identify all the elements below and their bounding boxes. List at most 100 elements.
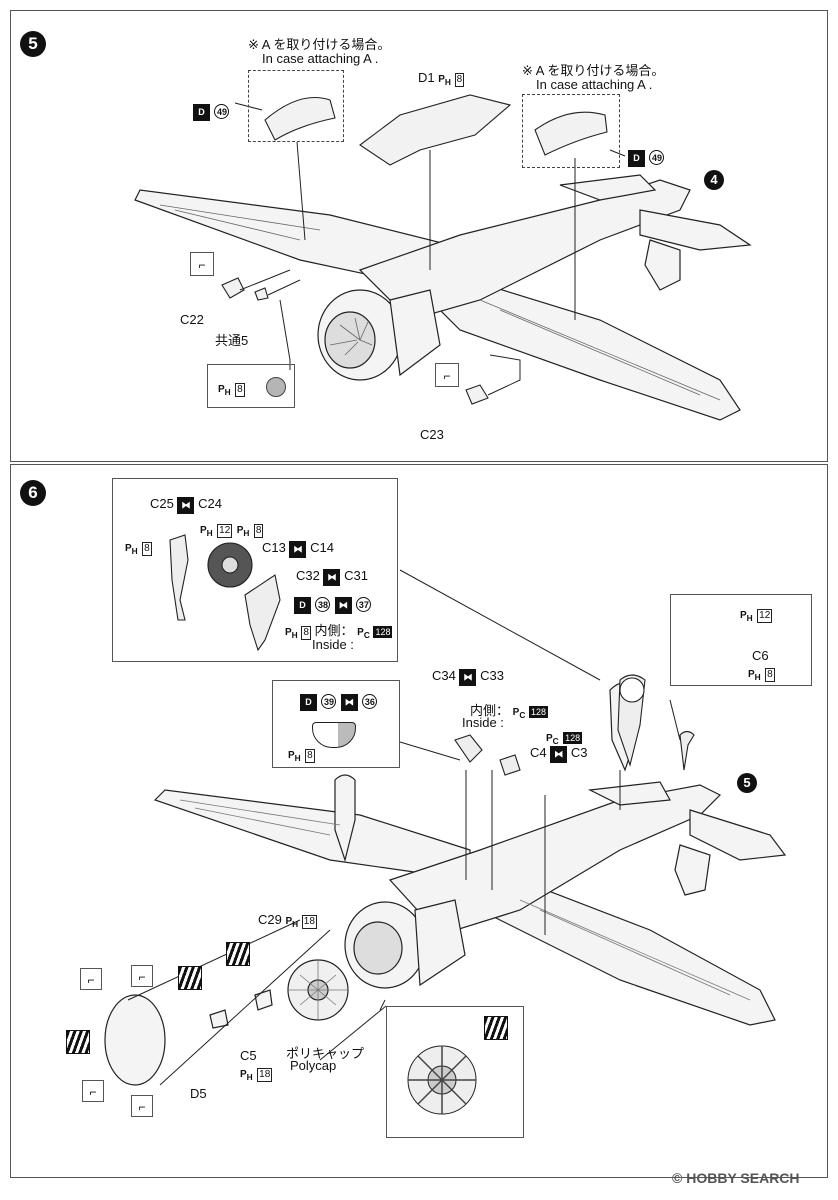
step6-polycap-jp: ポリキャップ [286,1046,365,1061]
paint-stripe-icon [226,942,250,966]
part-c24: C24 [198,496,222,511]
step5-option-box-left [248,70,344,142]
code-8: 8 [765,668,775,682]
inset-top-c13-c14: C13 ⧓ C14 [262,540,334,558]
inset-mid-decals: D 39 ⧓ 36 [300,692,378,711]
inset-right-code8: PH 8 [748,664,775,682]
paint-stripe-icon [178,966,202,990]
cement-icon: ⌐ [80,968,102,990]
decal-49-right: 49 [649,150,665,165]
paint-h-icon: PH [218,384,231,397]
step6-c29: C29 PH 18 [258,912,317,929]
step5-note-left-en: In case attaching A . [262,51,379,66]
paint-swatch-icon [266,377,286,397]
c29-code: 18 [301,915,317,929]
part-c4: C4 [530,745,547,760]
decal-38: 38 [315,597,331,612]
inset-top-codes-a: PH 12 PH 8 [200,520,264,538]
part-c33: C33 [480,668,504,683]
inside-code: 128 [528,706,548,718]
left-right-icon: ⧓ [340,694,358,711]
d1-color-code: 8 [454,73,465,87]
step5-ref-step: 4 [704,170,724,190]
inset-mid-code: PH 8 [288,745,315,763]
part-c14: C14 [310,540,334,555]
left-right-icon: ⧓ [550,746,568,763]
paint-h-icon: PH [125,543,138,556]
inset-top-decals: D 38 ⧓ 37 [294,595,372,614]
step6-c34-c33: C34 ⧓ C33 [432,668,504,686]
decal-39: 39 [321,694,337,709]
step6-c4-c3: C4 ⧓ C3 [530,745,588,763]
step6-polycap-en: Polycap [290,1058,337,1073]
paint-c-icon: PC [512,707,526,720]
step5-number: 5 [20,31,46,57]
step5-c23: C23 [420,427,444,442]
code-12: 12 [757,609,773,623]
paint-h-icon: PH [285,627,298,640]
part-c29: C29 [258,912,282,927]
left-right-icon: ⧓ [177,497,195,514]
decal-d-icon: D [628,150,645,167]
step5-color-box: PH 8 [207,364,295,408]
paint-h-icon: PH [740,610,753,623]
inset-top-c32-c31: C32 ⧓ C31 [296,568,368,586]
inside-jp: 内側： [470,703,510,718]
copyright-mark: © [672,1170,683,1186]
part-c31: C31 [344,568,368,583]
step5-note-right-en: In case attaching A . [536,77,653,92]
c5-code: 18 [257,1068,273,1082]
step5-part-49-right: D 49 [628,148,665,167]
part-c34: C34 [432,668,456,683]
step5-part-49-left: D 49 [193,102,230,121]
step5-note-right-jp: ※ A を取り付ける場合。 [522,63,665,78]
step5-color-label: PH 8 [218,379,245,397]
paint-h-icon: PH [748,669,761,682]
left-right-icon: ⧓ [334,597,352,614]
paint-stripe-icon [66,1030,90,1054]
inset-right-c6: C6 [752,648,769,663]
inset-top-c25-c24: C25 ⧓ C24 [150,496,222,514]
part-c3: C3 [570,745,588,760]
decal-49-left: 49 [214,104,230,119]
paint-c-icon: PC [546,733,559,746]
code-8c: 8 [301,626,311,640]
inside-jp: 内側： [314,623,354,638]
decal-d-icon: D [294,597,311,614]
paint-stripe-icon [484,1016,508,1040]
step6-c5-code: PH 18 [240,1064,273,1082]
watermark-text: HOBBY SEARCH [686,1170,800,1186]
decal-36: 36 [362,694,378,709]
inset-top-inside: PH 8 内側： PC 128 [285,620,393,640]
paint-h-icon: PH [285,916,299,929]
step5-common5: 共通5 [215,333,249,348]
cement-icon-c22: ⌐ [190,252,214,276]
left-right-icon: ⧓ [323,569,341,586]
decal-d-icon: D [193,104,210,121]
step5-option-box-right [522,94,620,168]
hobby-search-watermark: © HOBBY SEARCH [672,1170,800,1186]
left-right-icon: ⧓ [459,669,477,686]
step6-inside-en: Inside : [462,715,504,730]
cement-icon-c23: ⌐ [435,363,459,387]
code-12: 12 [217,524,233,538]
step6-ref-step: 5 [737,773,757,793]
decal-d-icon: D [300,694,317,711]
paint-h-icon: PH [200,525,213,538]
step5-c22: C22 [180,312,204,327]
code-8a: 8 [253,524,264,538]
step6-inside: 内側： PC 128 [470,700,548,720]
inside-code: 128 [373,626,393,638]
c4-code: 128 [563,732,583,744]
part-c32: C32 [296,568,320,583]
part-c25: C25 [150,496,174,511]
step6-number: 6 [20,480,46,506]
paint-h-icon: PH [438,74,451,87]
code-8b: 8 [142,542,152,556]
cement-icon: ⌐ [131,1095,153,1117]
step6-d5: D5 [190,1086,207,1101]
part-d1-label: D1 [418,70,435,85]
cement-icon: ⌐ [131,965,153,987]
